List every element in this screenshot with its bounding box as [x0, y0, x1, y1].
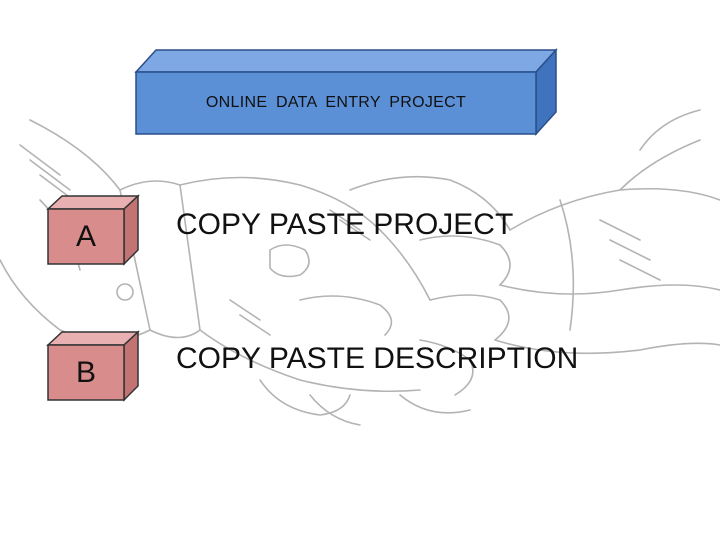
item-a-letter: A — [75, 219, 96, 253]
page-title: ONLINE DATA ENTRY PROJECT — [205, 94, 467, 111]
item-b-label: COPY PASTE DESCRIPTION — [176, 342, 579, 375]
item-b-letter: B — [75, 355, 96, 389]
item-a-label: COPY PASTE PROJECT — [176, 208, 514, 241]
